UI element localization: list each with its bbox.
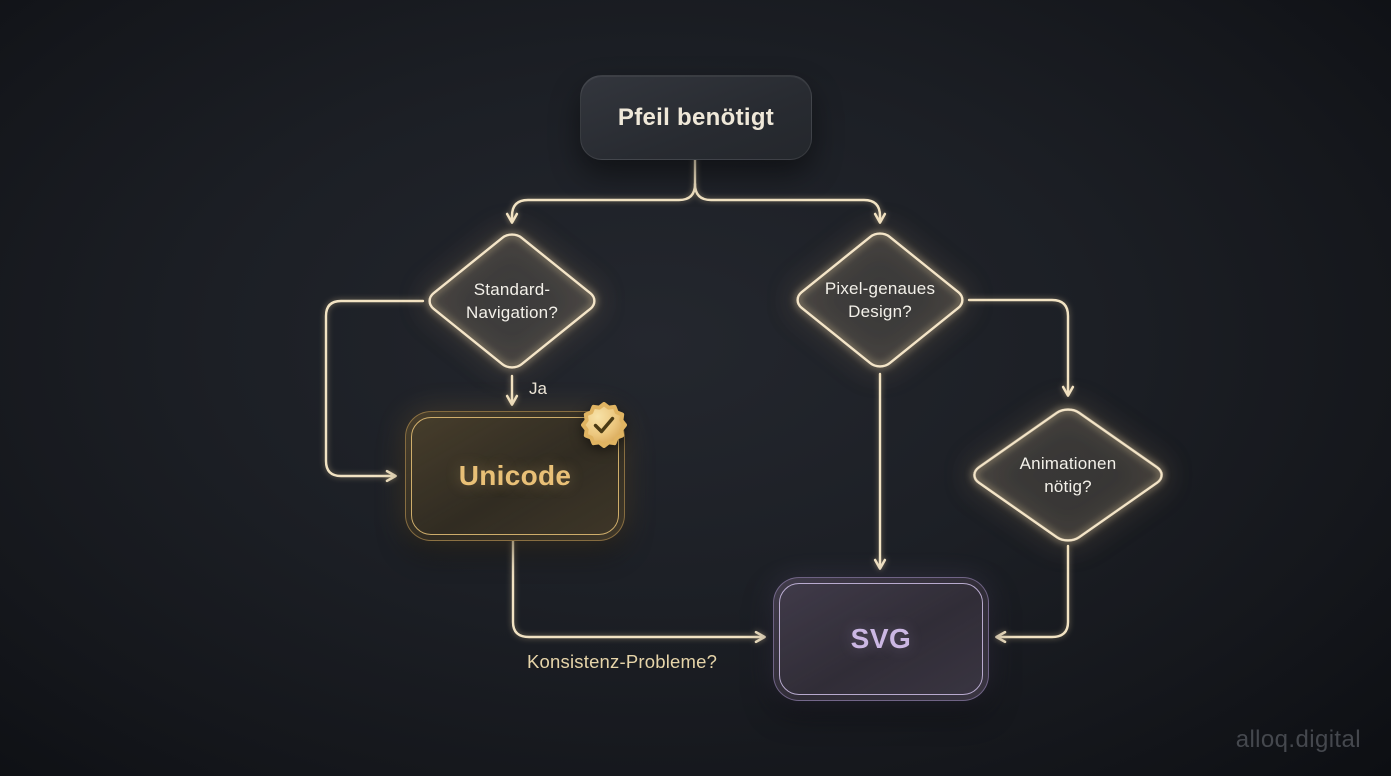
decision-pixel-design-line1: Pixel-genaues	[824, 279, 936, 298]
decision-standard-navigation-shape	[424, 230, 600, 372]
node-pfeil-benoetigt-label: Pfeil benötigt	[617, 103, 775, 131]
edge-animation-to-svg	[995, 544, 1070, 644]
decision-pixel-design-shape	[792, 229, 968, 371]
node-unicode: Unicode	[405, 402, 627, 541]
seal-scallop-shape	[581, 402, 627, 448]
check-seal-icon	[581, 402, 627, 448]
node-unicode-label: Unicode	[458, 460, 572, 491]
decision-animation-label: Animationen nötig?	[968, 452, 1168, 498]
decision-animation-line1: Animationen	[1019, 454, 1117, 473]
node-svg-label: SVG	[850, 623, 912, 654]
decision-standard-navigation-line2: Navigation?	[466, 303, 558, 322]
decision-pixel-design-line2: Design?	[848, 302, 912, 321]
edge-label-konsistenz: Konsistenz-Probleme?	[527, 651, 718, 672]
node-svg: SVG	[773, 577, 989, 701]
edge-standard-navigation-loop-to-unicode	[324, 299, 425, 483]
decision-animation-line2: nötig?	[1044, 477, 1092, 496]
edge-pixel-design-to-animation	[967, 298, 1075, 397]
node-pfeil-benoetigt: Pfeil benötigt	[580, 75, 812, 160]
edge-start-to-pixel-design	[693, 182, 887, 224]
decision-standard-navigation-label: Standard- Navigation?	[412, 278, 612, 324]
decision-standard-navigation-line1: Standard-	[473, 280, 551, 299]
edge-start-to-standard-navigation	[505, 182, 697, 224]
watermark: alloq.digital	[1235, 726, 1361, 753]
decision-animation-shape	[968, 405, 1168, 545]
edge-label-ja: Ja	[529, 379, 547, 398]
checkmark-glyph	[593, 416, 615, 434]
decision-diamonds	[424, 229, 1168, 545]
edge-unicode-to-svg-konsistenz	[511, 539, 766, 644]
connectors	[324, 157, 1075, 644]
decision-pixel-design-label: Pixel-genaues Design?	[780, 277, 980, 323]
